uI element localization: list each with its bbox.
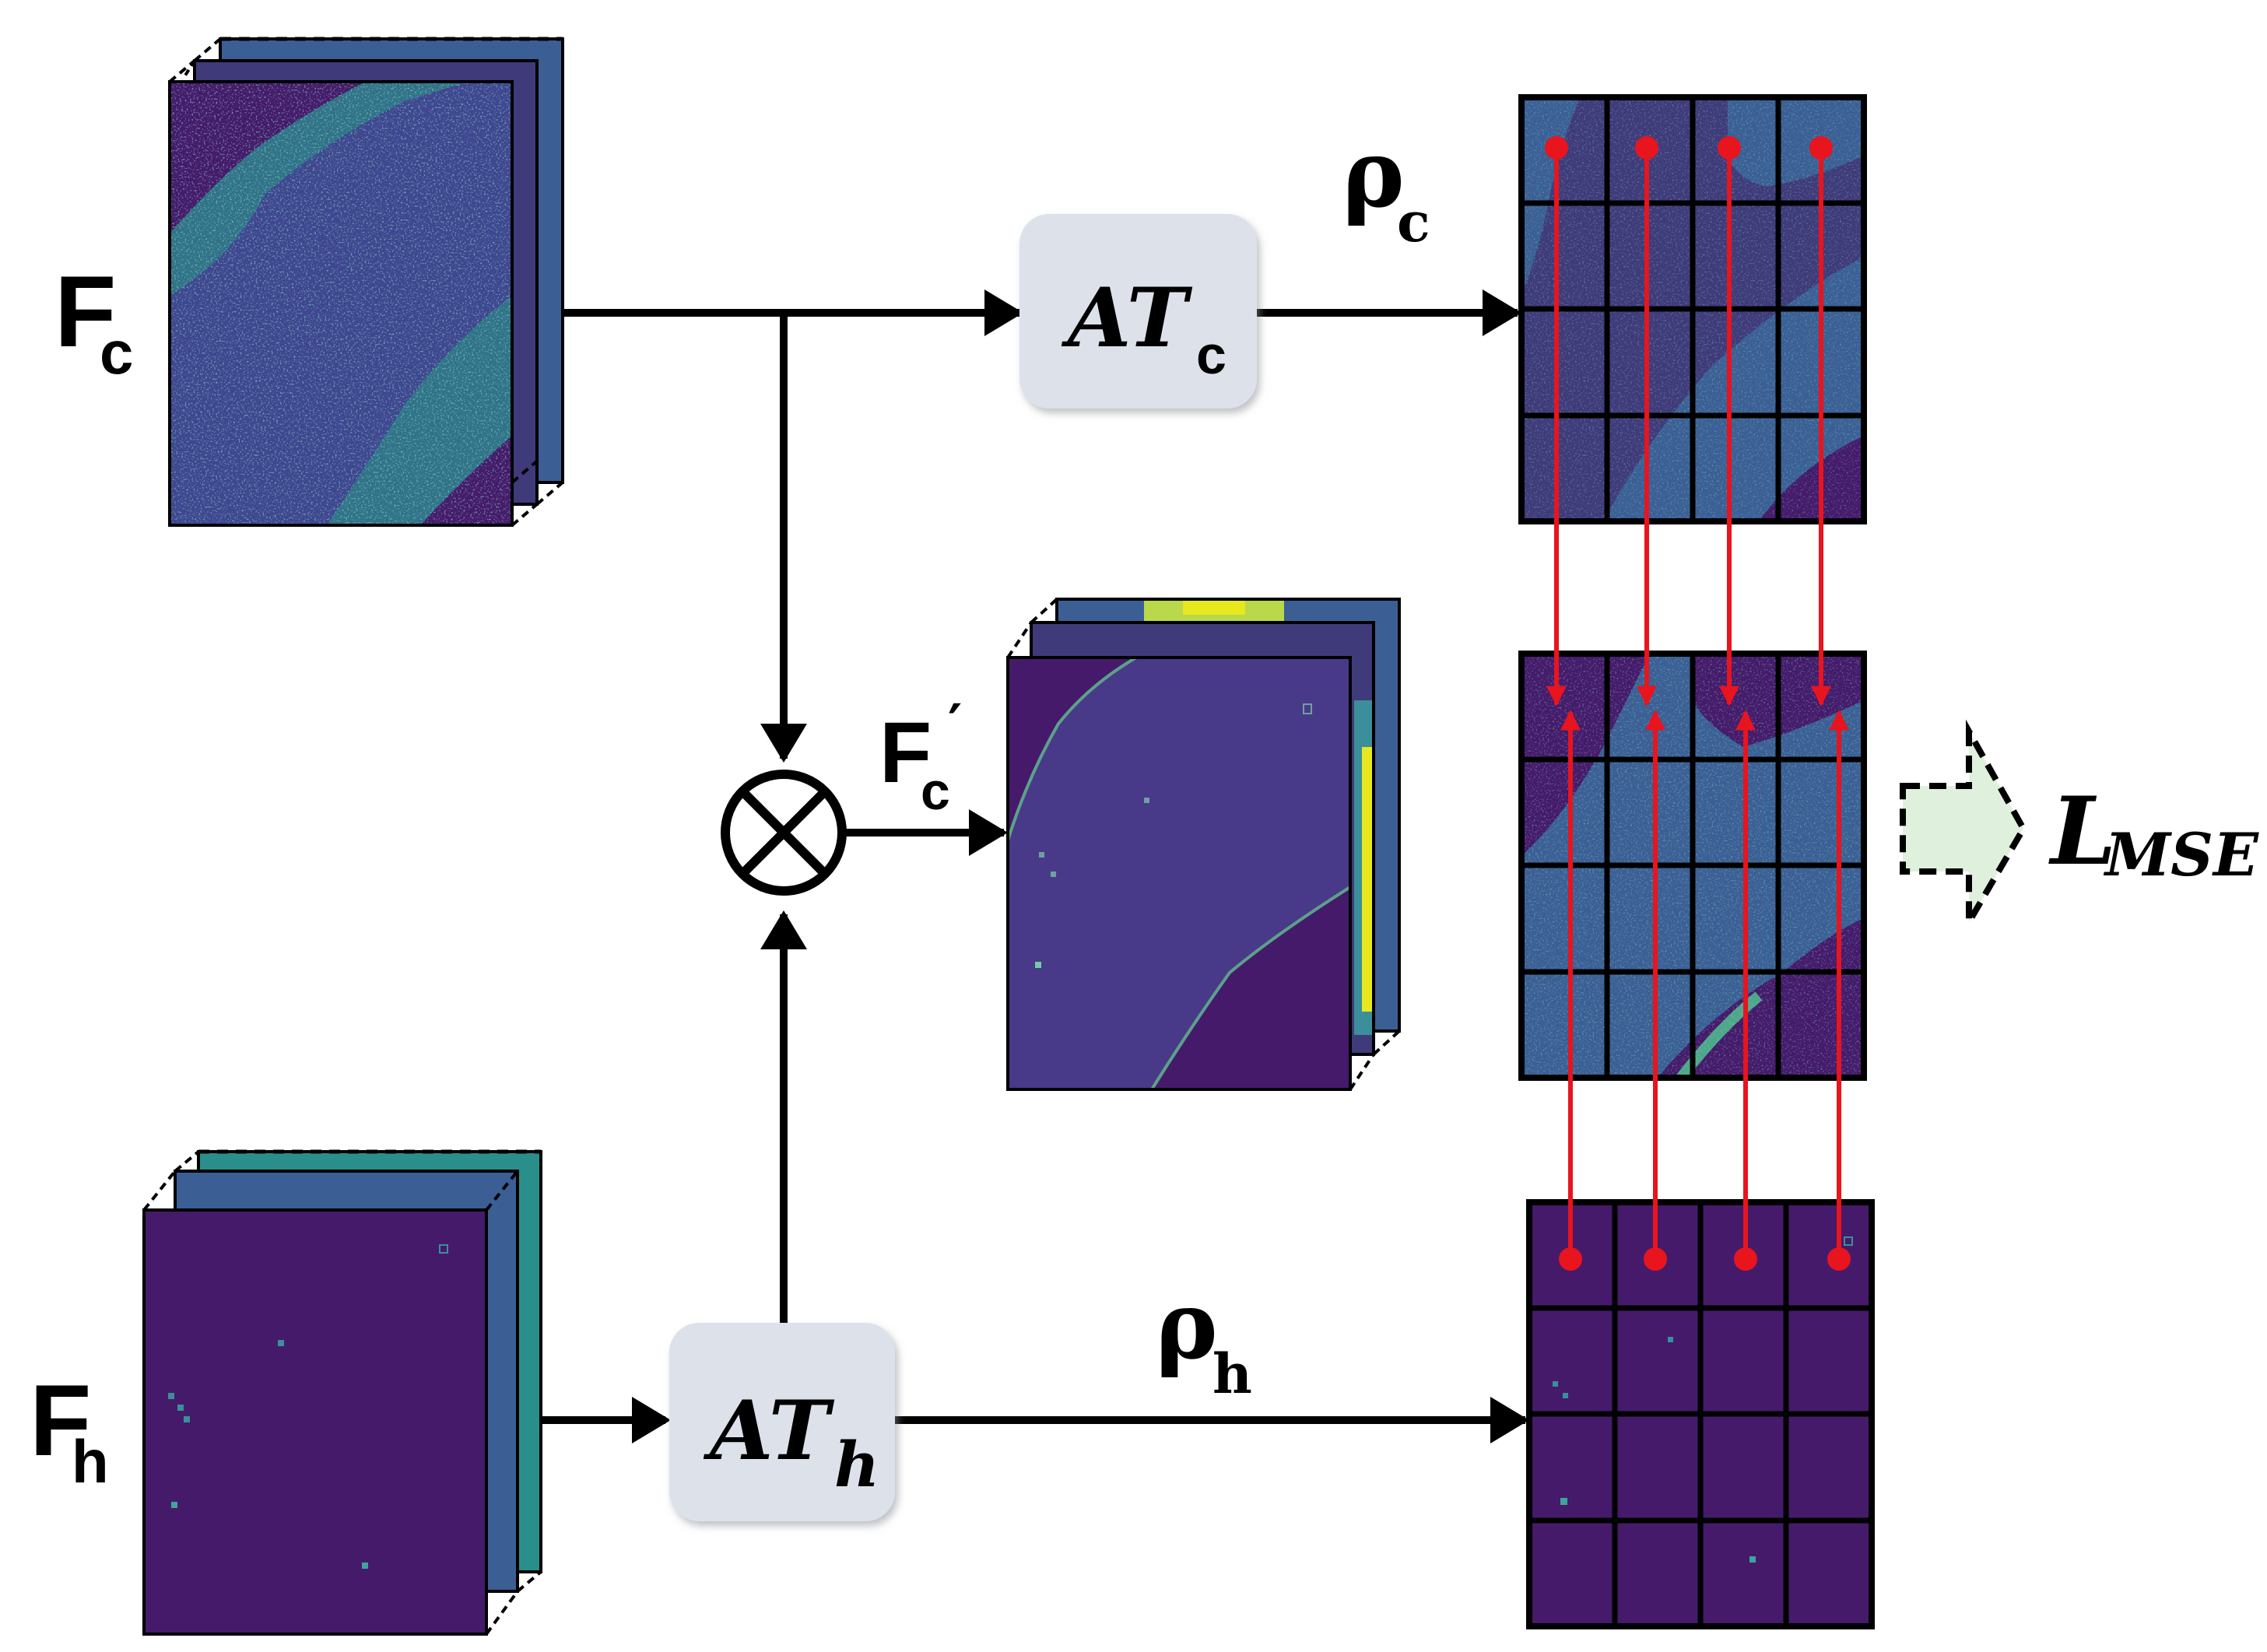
fc-label-main: F — [54, 254, 116, 368]
fc-front-layer — [168, 80, 514, 527]
fc-prime-front-layer — [1006, 656, 1352, 1091]
rho-h-label-sub: h — [1212, 1342, 1252, 1406]
fh-label: F h — [30, 1363, 109, 1496]
fc-prime-label: F c ′ — [879, 692, 962, 821]
rho-c-grid-lines — [1521, 97, 1864, 521]
arrowhead-grid1-in — [1483, 289, 1521, 336]
arrowhead-multiply-top — [760, 724, 807, 763]
fc-label: F c — [54, 254, 133, 387]
rho-h-to-comparison-connectors — [1559, 710, 1851, 1271]
fc-side-edges — [168, 37, 564, 527]
mse-loss-label-sub: MSE — [2103, 820, 2259, 889]
arrowhead-atc-in — [984, 289, 1023, 336]
fh-label-sub: h — [72, 1427, 109, 1496]
rho-c-attention-grid — [1518, 94, 1867, 524]
arrowhead-grid3-in — [1490, 1397, 1529, 1443]
rho-h-label: ρ h — [1156, 1271, 1252, 1406]
arrowhead-multiply-bottom — [760, 910, 807, 949]
rho-h-label-main: ρ — [1156, 1271, 1218, 1380]
arrowheads — [632, 289, 1529, 1443]
rho-c-label: ρ c — [1342, 119, 1430, 254]
fh-feature-stack — [142, 1149, 542, 1636]
fc-prime-label-sub: c — [921, 762, 950, 821]
fc-prime-feature-stack — [1006, 598, 1401, 1091]
fc-label-sub: c — [100, 318, 133, 387]
atc-module-box: AT c — [1019, 214, 1257, 409]
fc-prime-label-mark: ′ — [948, 692, 962, 756]
mse-loss-label-main: L — [2048, 777, 2116, 886]
fh-side-edges — [142, 1150, 542, 1636]
ath-module-box: AT h — [669, 1323, 895, 1521]
mse-loss-label: L MSE — [2048, 777, 2259, 889]
rho-h-attention-grid — [1526, 1199, 1875, 1629]
fh-front-layer — [142, 1208, 488, 1636]
atc-label-main: AT — [1061, 269, 1193, 366]
fc-feature-stack — [168, 37, 564, 527]
fc-prime-side-edges — [1006, 598, 1401, 1091]
rho-c-label-main: ρ — [1342, 119, 1405, 229]
flow-arrows — [541, 309, 1526, 1424]
rho-h-grid-lines — [1529, 1202, 1872, 1626]
arrowhead-ath-in — [632, 1397, 671, 1443]
arrowhead-fc-prime-in — [969, 809, 1008, 856]
fh-label-main: F — [30, 1363, 91, 1477]
ath-label-main: AT — [703, 1382, 835, 1478]
atc-label-sub: c — [1196, 324, 1226, 385]
fc-prime-label-main: F — [879, 705, 932, 801]
rho-c-to-comparison-connectors — [1545, 136, 1833, 707]
multiply-node — [721, 770, 847, 896]
mse-loss-arrow — [1900, 719, 2027, 934]
ath-label-sub: h — [834, 1428, 879, 1501]
rho-c-label-sub: c — [1397, 190, 1430, 254]
